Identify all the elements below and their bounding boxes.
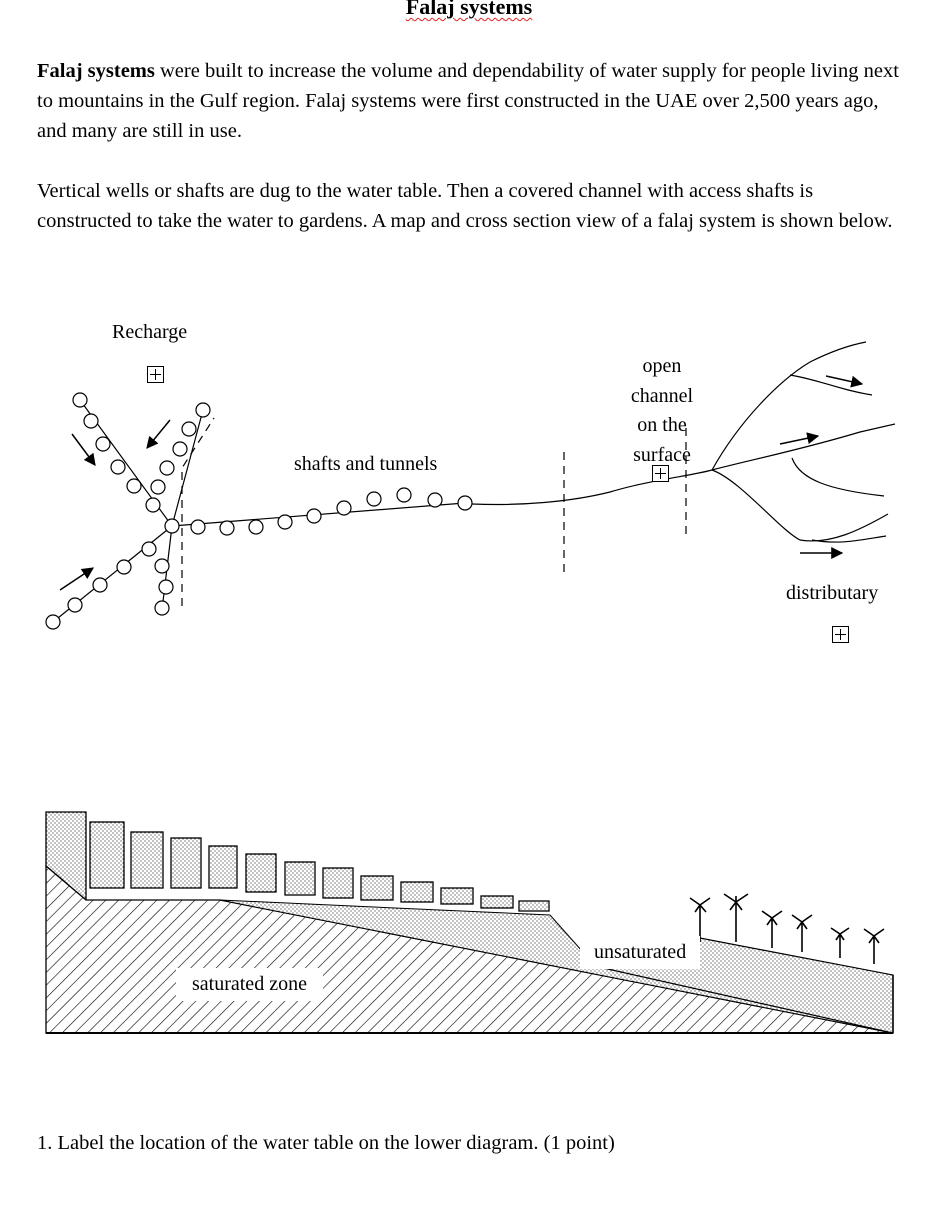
distributary-branch-2 [711,341,867,471]
distributary-label: distributary [786,582,879,604]
distributary-marker[interactable] [832,626,849,643]
cross-section-shafts [89,821,550,912]
recharge-label: Recharge [112,321,188,343]
distributary-branch-3 [711,469,889,542]
open-channel-line [471,469,713,506]
intro-paragraph-1: Falaj systems were built to increase the… [37,56,907,146]
distributary-branch-6 [811,535,887,543]
unsaturated-label: unsaturated [580,936,701,969]
open-channel-label: open channel on the surface [612,352,712,470]
open-channel-line-1: open [642,355,682,377]
intro-paragraph-1-text: were built to increase the volume and de… [37,60,899,142]
intro-bold-term: Falaj systems [37,60,155,82]
intro-paragraph-2: Vertical wells or shafts are dug to the … [37,180,893,232]
open-channel-line-2: channel [630,384,694,407]
open-channel-line-4: surface [633,443,691,466]
map-view [45,341,896,630]
boundary-line-left [181,417,215,606]
question-1: 1. Label the location of the water table… [37,1132,615,1154]
distributary-branch-4 [791,457,885,497]
distributary-branch-5 [789,374,873,396]
page-title: Falaj systems [0,0,938,20]
shafts-and-tunnels-label: shafts and tunnels [294,453,438,475]
distributary-branch-1 [711,423,896,471]
recharge-marker[interactable] [147,366,164,383]
cross-section [45,811,894,1034]
open-channel-marker[interactable] [652,465,669,482]
title-text: Falaj systems [405,0,533,19]
saturated-zone-label: saturated zone [176,968,323,1001]
flow-arrows [59,375,864,591]
tunnel-line-branch-ne [171,409,204,527]
open-channel-line-3: on the [637,414,687,436]
shaft-circles [45,392,473,630]
palm-trees [689,893,885,964]
